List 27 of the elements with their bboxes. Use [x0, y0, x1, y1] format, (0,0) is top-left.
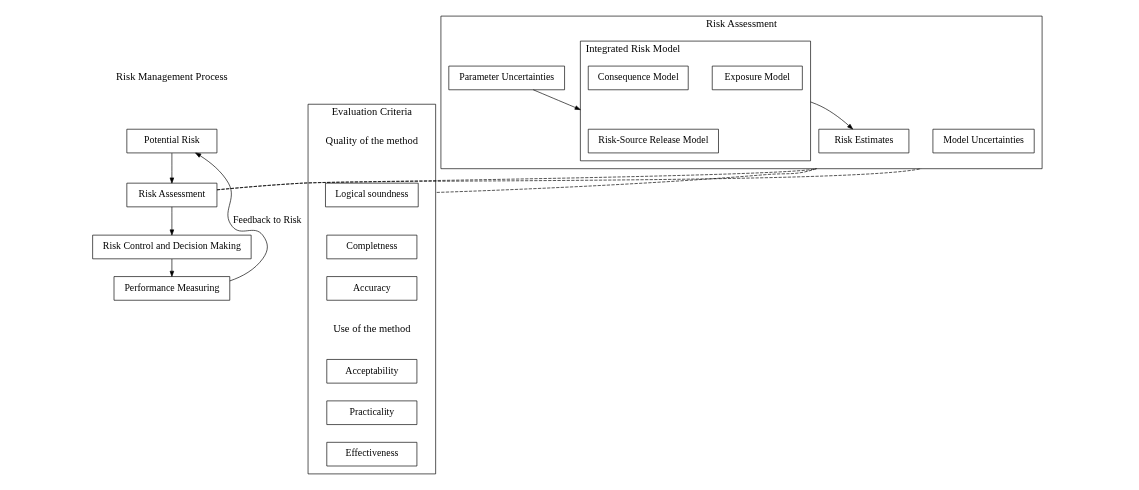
node-box: Risk-Source Release Model — [587, 128, 719, 154]
arrow — [194, 152, 268, 282]
node-box: Consequence Model — [587, 65, 689, 91]
node-box: Exposure Model — [711, 65, 803, 91]
node-box: Logical soundness — [324, 182, 419, 208]
connector — [434, 168, 817, 193]
edge-label: Feedback to Risk — [232, 214, 301, 226]
arrow — [169, 258, 174, 277]
label: Quality of the method — [325, 134, 418, 146]
node-box: Parameter Uncertainties — [448, 65, 565, 91]
label: Use of the method — [332, 323, 411, 335]
node-box: Performance Measuring — [113, 276, 230, 301]
node-box: Risk Control and Decision Making — [91, 234, 251, 260]
label: Risk Management Process — [115, 71, 228, 83]
node-box: Acceptability — [325, 359, 417, 384]
node-box: Accuracy — [325, 276, 417, 301]
node-box: Model Uncertainties — [932, 128, 1035, 154]
node-box: Potential Risk — [126, 128, 217, 154]
arrow — [169, 206, 174, 236]
node-box: Practicality — [325, 400, 417, 425]
arrow — [169, 152, 174, 184]
arrow — [809, 101, 853, 130]
node-box: Effectiveness — [325, 442, 417, 467]
arrow — [532, 89, 581, 110]
node-box: Risk Estimates — [817, 128, 909, 154]
node-box: Completness — [325, 234, 417, 260]
node-box: Risk Assessment — [126, 182, 217, 208]
